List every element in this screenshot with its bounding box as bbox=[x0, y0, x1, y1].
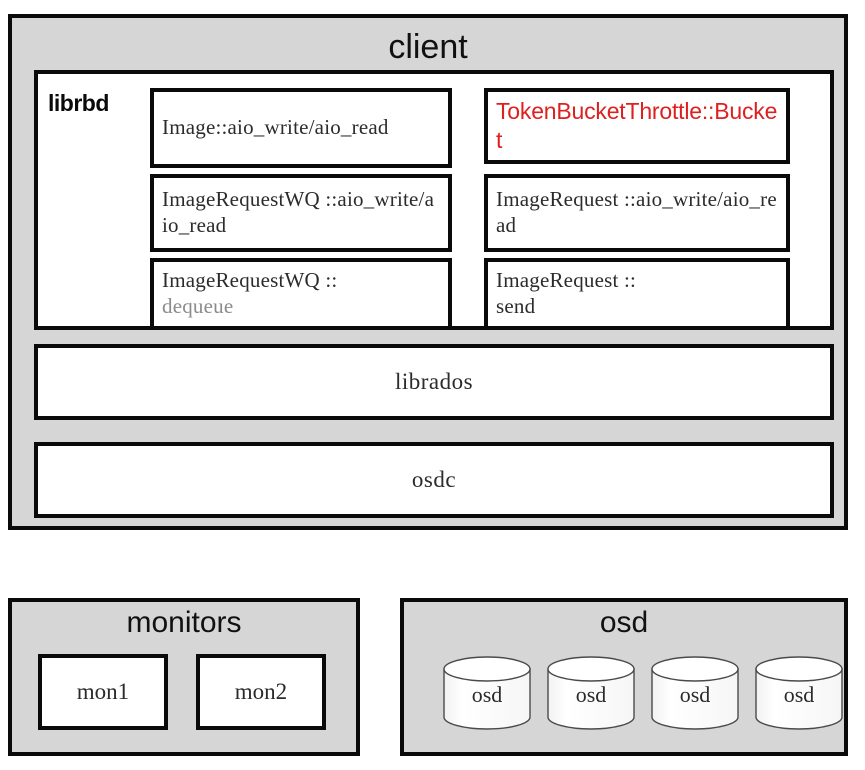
monitors-group: monitors mon1 mon2 bbox=[8, 598, 360, 756]
librbd-label: librbd bbox=[48, 90, 109, 116]
librbd-cell-imagerequestwq-aio[interactable]: ImageRequestWQ ::aio_write/aio_read bbox=[150, 174, 452, 252]
librbd-cell-tokenbucketthrottle[interactable]: TokenBucketThrottle::Bucket bbox=[484, 88, 790, 164]
librbd-cell-imagerequestwq-dequeue[interactable]: ImageRequestWQ :: dequeue bbox=[150, 258, 452, 330]
osd-title: osd bbox=[599, 606, 649, 639]
osd-group: osd osd osd osd bbox=[400, 598, 848, 756]
osd-node-2[interactable]: osd bbox=[546, 656, 636, 730]
librbd-cell-image-aio-text: Image::aio_write/aio_read bbox=[162, 115, 389, 140]
monitor-node-mon2-label: mon2 bbox=[234, 679, 288, 704]
librbd-cell-imagerequestwq-aio-text: ImageRequestWQ ::aio_write/aio_read bbox=[162, 187, 435, 237]
client-title: client bbox=[388, 28, 468, 66]
librbd-cell-imagerequestwq-dequeue-line1: ImageRequestWQ :: bbox=[162, 268, 338, 293]
librbd-cell-imagerequest-send-line2: send bbox=[496, 294, 536, 318]
osdc-layer[interactable]: osdc bbox=[34, 442, 834, 518]
monitor-node-mon1[interactable]: mon1 bbox=[38, 654, 168, 730]
monitors-title: monitors bbox=[126, 606, 242, 639]
librbd-cell-imagerequest-aio[interactable]: ImageRequest ::aio_write/aio_read bbox=[484, 174, 790, 252]
osd-node-1[interactable]: osd bbox=[442, 656, 532, 730]
osdc-label: osdc bbox=[411, 467, 457, 492]
librados-layer[interactable]: librados bbox=[34, 344, 834, 420]
librbd-cell-imagerequest-send-line1: ImageRequest :: bbox=[496, 268, 637, 293]
cylinder-icon bbox=[443, 656, 531, 730]
cylinder-icon bbox=[755, 656, 843, 730]
librbd-cell-imagerequestwq-dequeue-line2: dequeue bbox=[162, 294, 234, 318]
osd-node-3[interactable]: osd bbox=[650, 656, 740, 730]
librbd-container: librbd Image::aio_write/aio_read ImageRe… bbox=[34, 70, 834, 330]
monitor-node-mon1-label: mon1 bbox=[76, 679, 130, 704]
monitor-node-mon2[interactable]: mon2 bbox=[196, 654, 326, 730]
cylinder-icon bbox=[547, 656, 635, 730]
librbd-cell-imagerequest-aio-text: ImageRequest ::aio_write/aio_read bbox=[496, 187, 777, 237]
librbd-cell-imagerequest-send[interactable]: ImageRequest :: send bbox=[484, 258, 790, 330]
client-group: client librbd Image::aio_write/aio_read … bbox=[8, 14, 848, 530]
librados-label: librados bbox=[394, 369, 474, 394]
librbd-cell-image-aio[interactable]: Image::aio_write/aio_read bbox=[150, 88, 452, 168]
cylinder-icon bbox=[651, 656, 739, 730]
librbd-cell-tokenbucketthrottle-text: TokenBucketThrottle::Bucket bbox=[496, 98, 778, 153]
osd-node-4[interactable]: osd bbox=[754, 656, 844, 730]
